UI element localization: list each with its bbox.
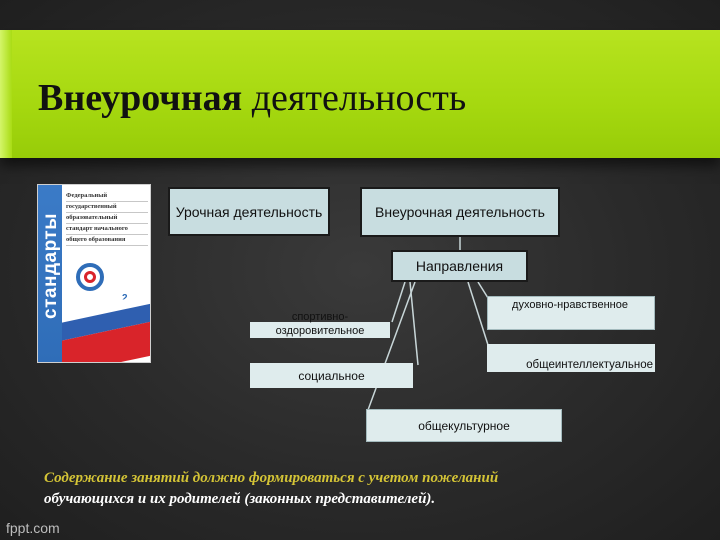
footer-note-part1: Содержание занятий должно формироваться …	[44, 470, 499, 486]
cover-line: общего образования	[66, 235, 148, 246]
cover-line: Федеральный	[66, 191, 148, 202]
box-lesson-activity: Урочная деятельность	[168, 187, 330, 236]
cover-line: государственный	[66, 202, 148, 213]
box-extra-activity: Внеурочная деятельность	[360, 187, 560, 237]
box-directions: Направления	[391, 250, 528, 282]
connector-spiritual	[477, 281, 489, 299]
cover-logo-icon	[76, 263, 104, 291]
cover-line: образовательный	[66, 213, 148, 224]
cover-line: стандарт начального	[66, 224, 148, 235]
footer-note: Содержание занятий должно формироваться …	[44, 468, 664, 510]
box-social: социальное	[250, 363, 413, 388]
box-intellectual-label: общеинтеллектуальное	[526, 359, 653, 371]
box-sport	[250, 322, 390, 338]
box-sport-label: спортивно-оздоровительное	[275, 311, 365, 337]
box-cultural-label: общекультурное	[418, 418, 510, 433]
cover-spine	[38, 185, 62, 362]
connector-intellectual	[467, 281, 489, 346]
connector-social	[409, 281, 419, 366]
title-band	[0, 30, 720, 158]
page-title: Внеурочная деятельность	[38, 76, 466, 120]
box-extra-label: Внеурочная деятельность	[375, 204, 545, 220]
box-spiritual	[487, 296, 655, 330]
connector-cultural	[367, 281, 416, 411]
box-lesson-label: Урочная деятельность	[175, 203, 323, 220]
connector-sport	[391, 281, 406, 323]
box-spiritual-label: духовно-нравственное	[512, 299, 628, 311]
box-directions-label: Направления	[415, 258, 504, 274]
box-social-label: социальное	[298, 368, 365, 383]
standards-book-cover: стандарты Федеральный государственный об…	[37, 184, 151, 363]
box-cultural: общекультурное	[366, 409, 562, 442]
title-bold: Внеурочная	[38, 77, 243, 119]
title-rest: деятельность	[251, 77, 467, 119]
cover-title-lines: Федеральный государственный образователь…	[66, 191, 148, 246]
box-intellectual: общеинтеллектуальное	[487, 344, 655, 372]
watermark: fppt.com	[6, 520, 60, 536]
footer-note-part2: обучающихся и их родителей (законных пре…	[44, 491, 436, 507]
